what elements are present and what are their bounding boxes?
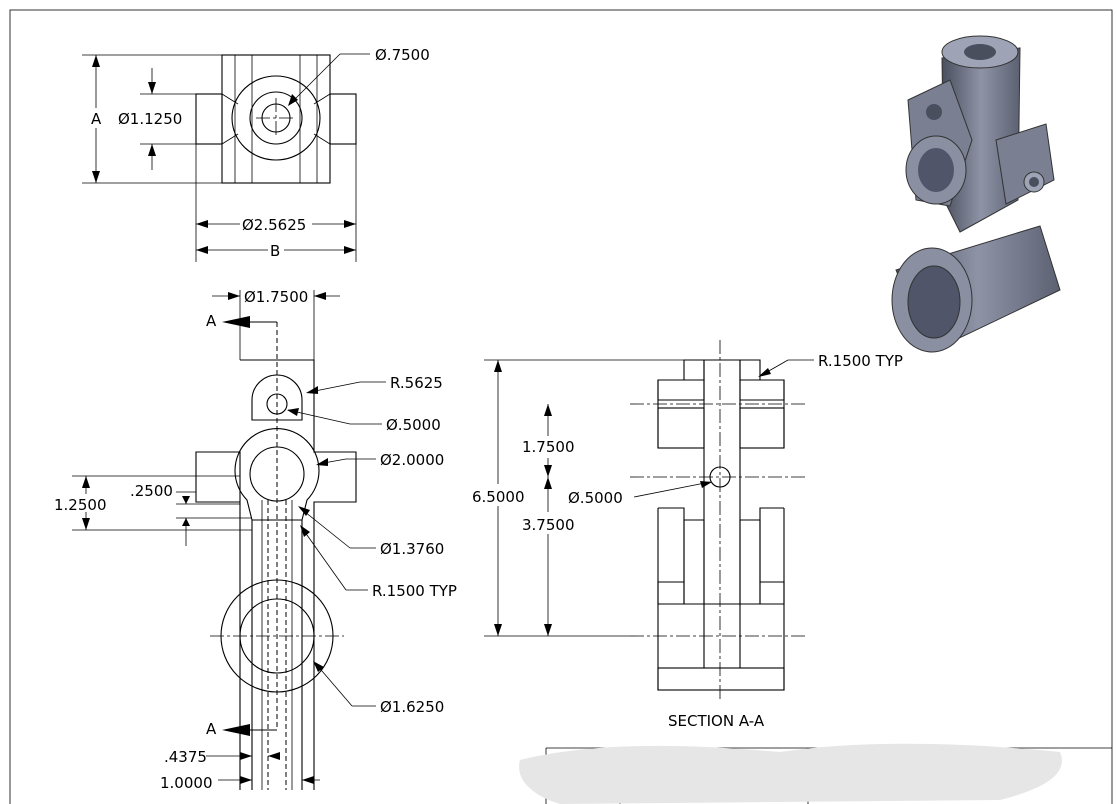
front-view-dia-500: Ø.5000 bbox=[386, 416, 441, 434]
top-view-dim-b: B bbox=[270, 242, 280, 260]
section-view-dia-500: Ø.5000 bbox=[568, 489, 623, 507]
section-view-outline bbox=[657, 359, 785, 691]
section-view-r-150: R.1500 TYP bbox=[818, 352, 903, 370]
front-view-r-150: R.1500 TYP bbox=[372, 582, 457, 600]
top-view-dia-2562: Ø2.5625 bbox=[242, 216, 306, 234]
top-view-left-boss bbox=[195, 93, 223, 145]
front-view: A A Ø1.7500 R.5625 Ø.5000 Ø2.0000 bbox=[52, 288, 457, 792]
section-arrow-bottom-label: A bbox=[206, 720, 217, 738]
front-view-dia-1376: Ø1.3760 bbox=[380, 540, 444, 558]
front-view-dia-2000: Ø2.0000 bbox=[380, 451, 444, 469]
front-view-outline bbox=[195, 359, 357, 790]
redaction-smudge bbox=[519, 743, 1062, 804]
section-view: R.1500 TYP 6.5000 1.7500 Ø.5000 3.7500 S… bbox=[472, 340, 903, 730]
section-view-title: SECTION A-A bbox=[668, 712, 765, 730]
top-view-dim-a: A bbox=[91, 110, 102, 128]
section-view-dim-3750: 3.7500 bbox=[522, 516, 575, 534]
section-view-dim-1750: 1.7500 bbox=[522, 438, 575, 456]
section-arrow-top-label: A bbox=[206, 312, 217, 330]
top-view-right-boss bbox=[329, 93, 357, 145]
front-view-r-5625: R.5625 bbox=[390, 374, 443, 392]
section-view-dim-6500: 6.5000 bbox=[472, 488, 525, 506]
top-view-dia-1125: Ø1.1250 bbox=[118, 110, 182, 128]
top-view-body bbox=[221, 54, 331, 184]
front-view-dim-1250: 1.2500 bbox=[54, 496, 107, 514]
top-view: A Ø1.1250 Ø.7500 Ø2.5625 B bbox=[82, 46, 430, 262]
front-view-dim-250: .2500 bbox=[130, 482, 173, 500]
isometric-view bbox=[891, 35, 1061, 353]
front-view-dia-1750: Ø1.7500 bbox=[244, 288, 308, 306]
title-block bbox=[519, 743, 1112, 804]
sheet-border bbox=[9, 9, 1113, 804]
top-view-dia-750: Ø.7500 bbox=[375, 46, 430, 64]
front-view-dia-1625: Ø1.6250 bbox=[380, 698, 444, 716]
front-view-dim-4375: .4375 bbox=[164, 748, 207, 766]
front-view-dim-1000: 1.0000 bbox=[160, 774, 213, 792]
